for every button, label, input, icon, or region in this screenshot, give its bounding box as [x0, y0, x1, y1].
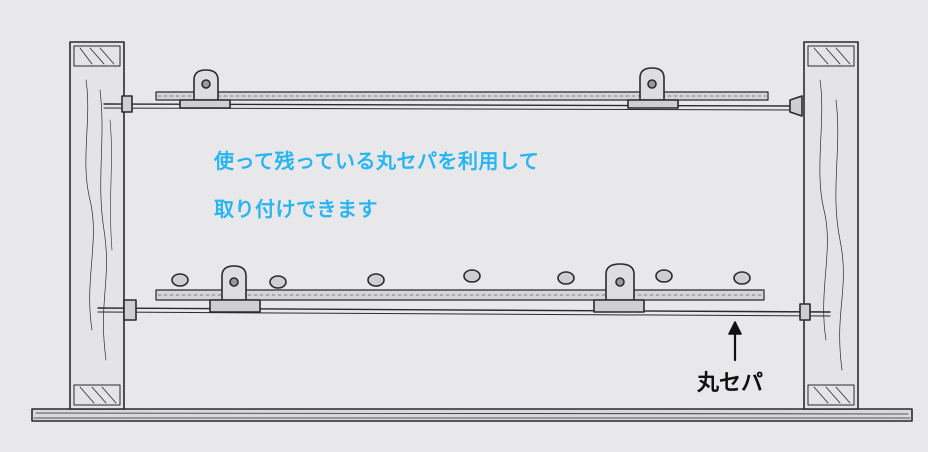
- floor-beam: [31, 408, 913, 422]
- callout-arrow: [728, 321, 742, 362]
- upper-rod-assembly: [103, 67, 803, 117]
- left-wood-post: [69, 41, 125, 410]
- lower-rod-assembly: [97, 263, 831, 321]
- callout-label-round-separator: 丸セパ: [697, 371, 764, 396]
- annotation-line-1: 使って残っている丸セパを利用して: [214, 149, 540, 173]
- right-wood-post: [803, 41, 859, 410]
- annotation-line-2: 取り付けできます: [214, 197, 378, 221]
